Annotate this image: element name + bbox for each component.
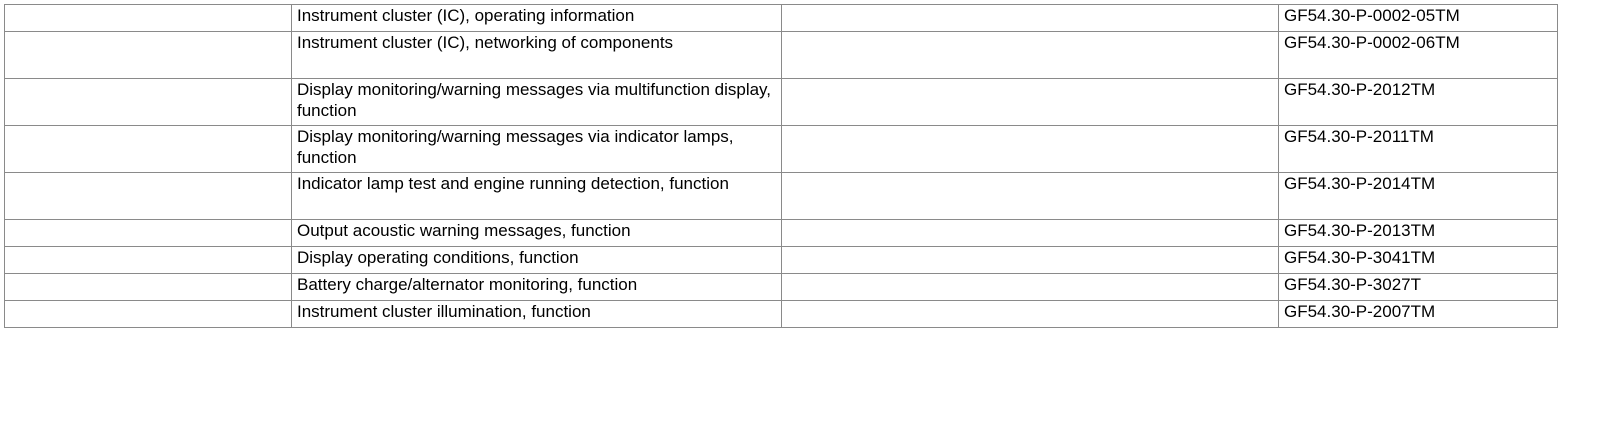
table-row: Instrument cluster illumination, functio… — [4, 300, 1558, 328]
table-body: Instrument cluster (IC), operating infor… — [4, 4, 1558, 328]
empty-cell — [781, 78, 1279, 126]
empty-cell — [781, 125, 1279, 173]
description-cell: Output acoustic warning messages, functi… — [291, 219, 782, 247]
table-row: Display monitoring/warning messages via … — [4, 78, 1558, 126]
document-reference-table: Instrument cluster (IC), operating infor… — [4, 4, 1558, 328]
document-number-cell[interactable]: GF54.30-P-2013TM — [1278, 219, 1558, 247]
empty-cell — [781, 300, 1279, 328]
empty-cell — [781, 172, 1279, 220]
empty-cell — [781, 219, 1279, 247]
empty-cell — [4, 125, 292, 173]
empty-cell — [4, 219, 292, 247]
description-cell: Display monitoring/warning messages via … — [291, 78, 782, 126]
empty-cell — [4, 78, 292, 126]
document-number-cell[interactable]: GF54.30-P-2012TM — [1278, 78, 1558, 126]
document-number-cell[interactable]: GF54.30-P-0002-05TM — [1278, 4, 1558, 32]
document-number-cell[interactable]: GF54.30-P-0002-06TM — [1278, 31, 1558, 79]
empty-cell — [4, 31, 292, 79]
table-row: Display monitoring/warning messages via … — [4, 125, 1558, 173]
empty-cell — [781, 31, 1279, 79]
table-row: Instrument cluster (IC), operating infor… — [4, 4, 1558, 32]
table-row: Battery charge/alternator monitoring, fu… — [4, 273, 1558, 301]
document-number-cell[interactable]: GF54.30-P-2014TM — [1278, 172, 1558, 220]
empty-cell — [4, 273, 292, 301]
table-row: Instrument cluster (IC), networking of c… — [4, 31, 1558, 79]
empty-cell — [781, 246, 1279, 274]
description-cell: Instrument cluster illumination, functio… — [291, 300, 782, 328]
description-cell: Instrument cluster (IC), networking of c… — [291, 31, 782, 79]
description-cell: Display monitoring/warning messages via … — [291, 125, 782, 173]
empty-cell — [4, 172, 292, 220]
document-number-cell[interactable]: GF54.30-P-2007TM — [1278, 300, 1558, 328]
description-cell: Indicator lamp test and engine running d… — [291, 172, 782, 220]
empty-cell — [4, 246, 292, 274]
table-row: Indicator lamp test and engine running d… — [4, 172, 1558, 220]
document-number-cell[interactable]: GF54.30-P-3027T — [1278, 273, 1558, 301]
table-row: Output acoustic warning messages, functi… — [4, 219, 1558, 247]
description-cell: Instrument cluster (IC), operating infor… — [291, 4, 782, 32]
table-row: Display operating conditions, function G… — [4, 246, 1558, 274]
empty-cell — [781, 273, 1279, 301]
empty-cell — [4, 300, 292, 328]
document-number-cell[interactable]: GF54.30-P-3041TM — [1278, 246, 1558, 274]
description-cell: Battery charge/alternator monitoring, fu… — [291, 273, 782, 301]
empty-cell — [781, 4, 1279, 32]
empty-cell — [4, 4, 292, 32]
document-number-cell[interactable]: GF54.30-P-2011TM — [1278, 125, 1558, 173]
description-cell: Display operating conditions, function — [291, 246, 782, 274]
